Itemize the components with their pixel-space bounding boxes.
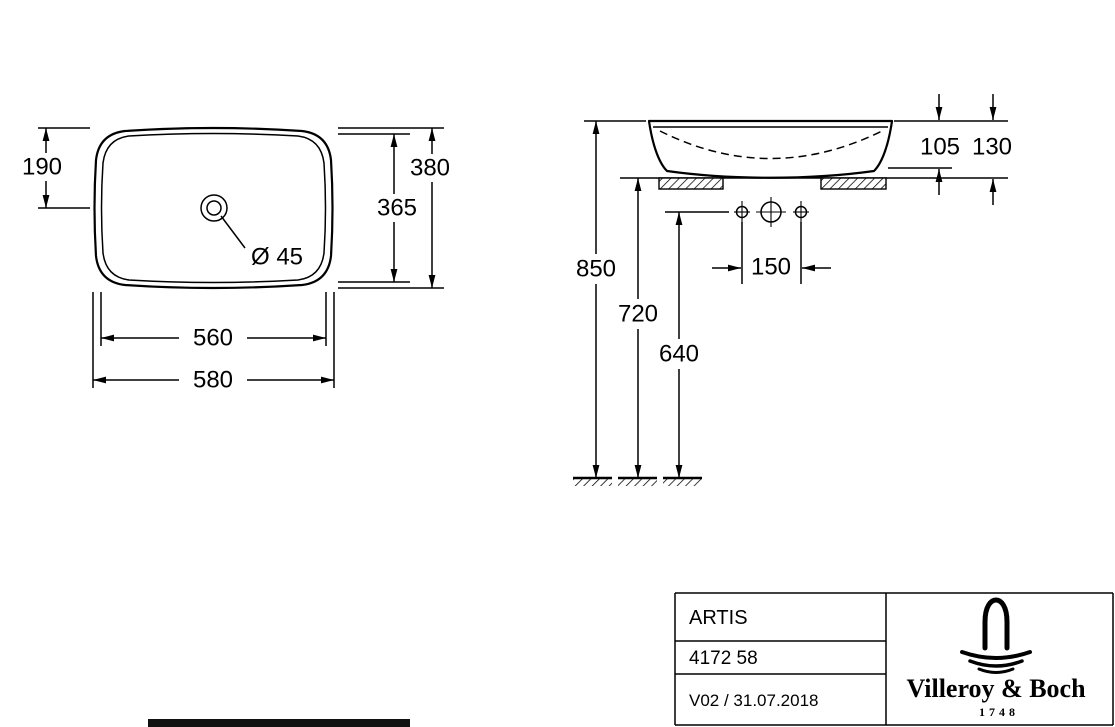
label-bg bbox=[745, 253, 797, 282]
dim-label-150: 150 bbox=[751, 254, 791, 281]
version-date: V02 / 31.07.2018 bbox=[689, 691, 819, 710]
dim-label-380: 380 bbox=[410, 155, 450, 182]
villeroy-boch-logo-icon bbox=[960, 597, 1032, 674]
dim-label-560: 560 bbox=[193, 325, 233, 352]
dim-label-850: 850 bbox=[576, 256, 616, 283]
label-bg bbox=[567, 254, 626, 284]
tap-hole-center bbox=[756, 197, 786, 227]
top-view: Ø 45 190 380 365 560 580 bbox=[19, 126, 458, 395]
tap-hole-left bbox=[734, 201, 750, 223]
label-bg bbox=[19, 153, 67, 181]
dim-label-365: 365 bbox=[377, 195, 417, 222]
mounting-pad-left bbox=[658, 177, 724, 190]
dim-label-130: 130 bbox=[972, 134, 1012, 161]
article-number: 4172 58 bbox=[689, 648, 758, 669]
dim-label-580: 580 bbox=[193, 367, 233, 394]
dim-label-105: 105 bbox=[920, 134, 960, 161]
title-block: ARTIS 4172 58 V02 / 31.07.2018 Villeroy … bbox=[674, 592, 1114, 726]
tap-hole-right bbox=[793, 201, 809, 223]
label-bg bbox=[370, 194, 424, 222]
cropped-bottom-bar bbox=[148, 719, 410, 727]
side-view: 150 850 720 640 105 130 bbox=[567, 94, 1012, 486]
dim-label-640: 640 bbox=[659, 341, 699, 368]
dim-label-drain: Ø 45 bbox=[251, 244, 303, 271]
label-bg bbox=[650, 339, 709, 369]
basin-inner-rim bbox=[100, 132, 327, 284]
label-bg bbox=[179, 324, 247, 353]
basin-hidden-inner bbox=[659, 130, 883, 160]
basin-profile bbox=[647, 119, 894, 179]
floor-symbol bbox=[573, 476, 702, 486]
drain-hole-inner bbox=[206, 200, 222, 216]
mounting-pad-right bbox=[820, 177, 887, 190]
product-name: ARTIS bbox=[689, 607, 748, 629]
label-bg bbox=[179, 366, 247, 395]
drain-hole-outer bbox=[200, 194, 228, 222]
dim-label-190: 190 bbox=[22, 154, 62, 181]
label-bg bbox=[404, 154, 458, 182]
basin-outer-rim bbox=[93, 126, 334, 290]
brand-year: 1748 bbox=[979, 705, 1019, 719]
label-bg bbox=[609, 299, 668, 329]
dim-label-720: 720 bbox=[618, 301, 658, 328]
brand-name: Villeroy & Boch bbox=[906, 674, 1086, 703]
drain-leader-line bbox=[220, 215, 246, 249]
